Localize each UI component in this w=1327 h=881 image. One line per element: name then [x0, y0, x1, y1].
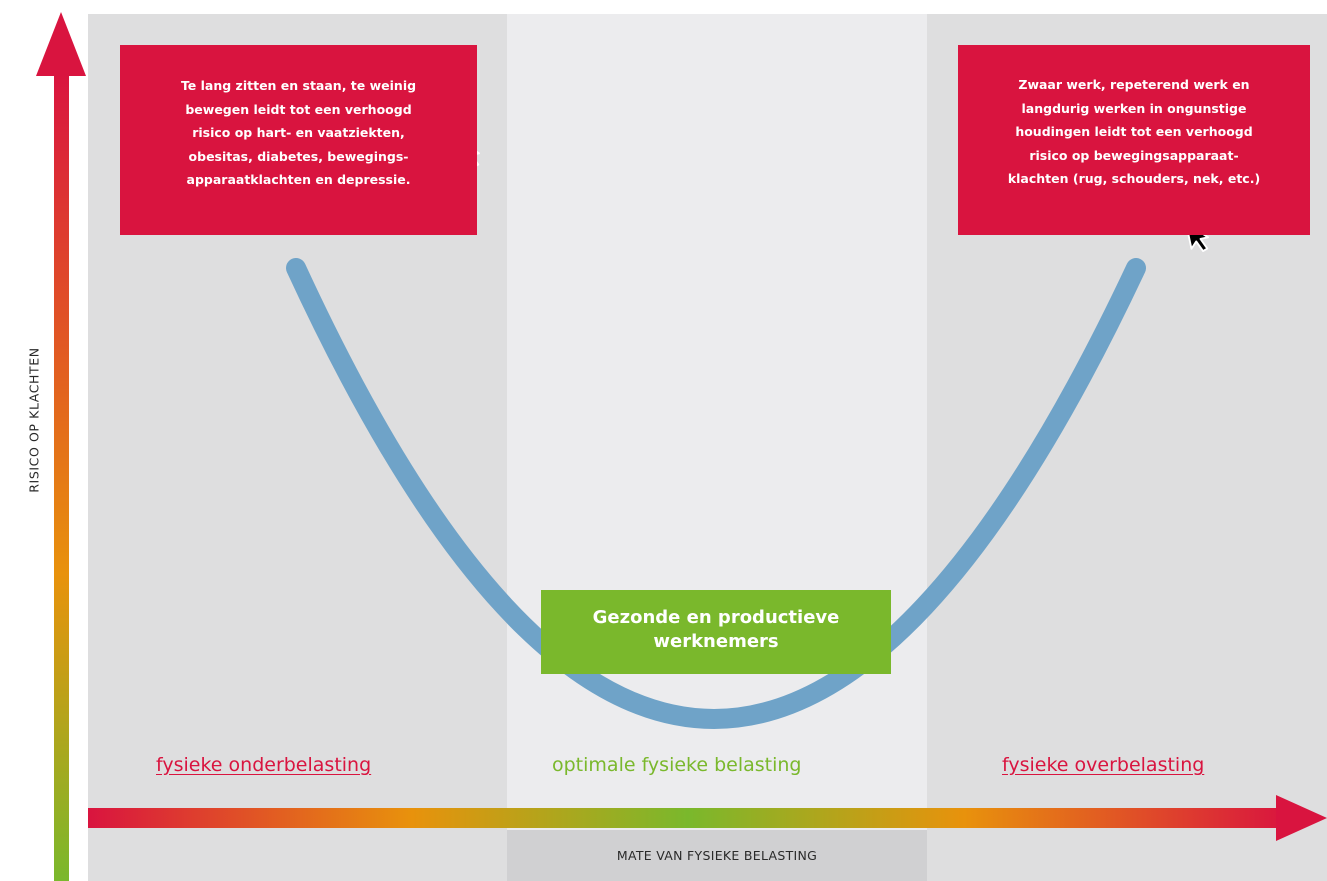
zone-optimal-background: [507, 14, 927, 881]
underload-risk-line: obesitas, diabetes, bewegings-: [188, 148, 409, 164]
healthy-productive-line: Gezonde en productieve: [592, 607, 840, 628]
underload-risk-line: risico op hart- en vaatziekten,: [192, 125, 405, 140]
axis-label-band: [507, 830, 927, 881]
risk-curve: [286, 258, 1146, 729]
underload-risk-line: bewegen leidt tot een verhoogd: [185, 101, 412, 117]
zone-label-overload: fysieke overbelasting: [1002, 754, 1205, 776]
underload-risk-line: apparaatklachten en depressie.: [186, 172, 411, 187]
overload-risk-line: houdingen leidt tot een verhoogd: [1015, 124, 1253, 139]
zone-label-underload: fysieke onderbelasting: [156, 754, 372, 776]
y-axis-label: RISICO OP KLACHTEN: [26, 347, 42, 493]
x-axis-arrow: [88, 795, 1327, 841]
x-axis-label: MATE VAN FYSIEKE BELASTING: [616, 848, 818, 863]
overload-risk-line: klachten (rug, schouders, nek, etc.): [1007, 171, 1261, 186]
y-axis-arrow: [36, 12, 86, 881]
overload-risk-box: Zwaar werk, repeterend werk en langdurig…: [958, 45, 1310, 235]
healthy-productive-line: werknemers: [653, 631, 779, 652]
zone-label-optimal: optimale fysieke belasting: [552, 754, 802, 776]
overload-risk-line: Zwaar werk, repeterend werk en: [1018, 77, 1250, 92]
overload-risk-line: langdurig werken in ongunstige: [1021, 100, 1247, 116]
underload-risk-line: Te lang zitten en staan, te weinig: [180, 78, 417, 93]
underload-risk-box: Te lang zitten en staan, te weinig beweg…: [120, 45, 477, 235]
overload-risk-line: risico op bewegingsapparaat-: [1029, 147, 1239, 163]
healthy-productive-box: Gezonde en productieve werknemers: [541, 590, 891, 674]
